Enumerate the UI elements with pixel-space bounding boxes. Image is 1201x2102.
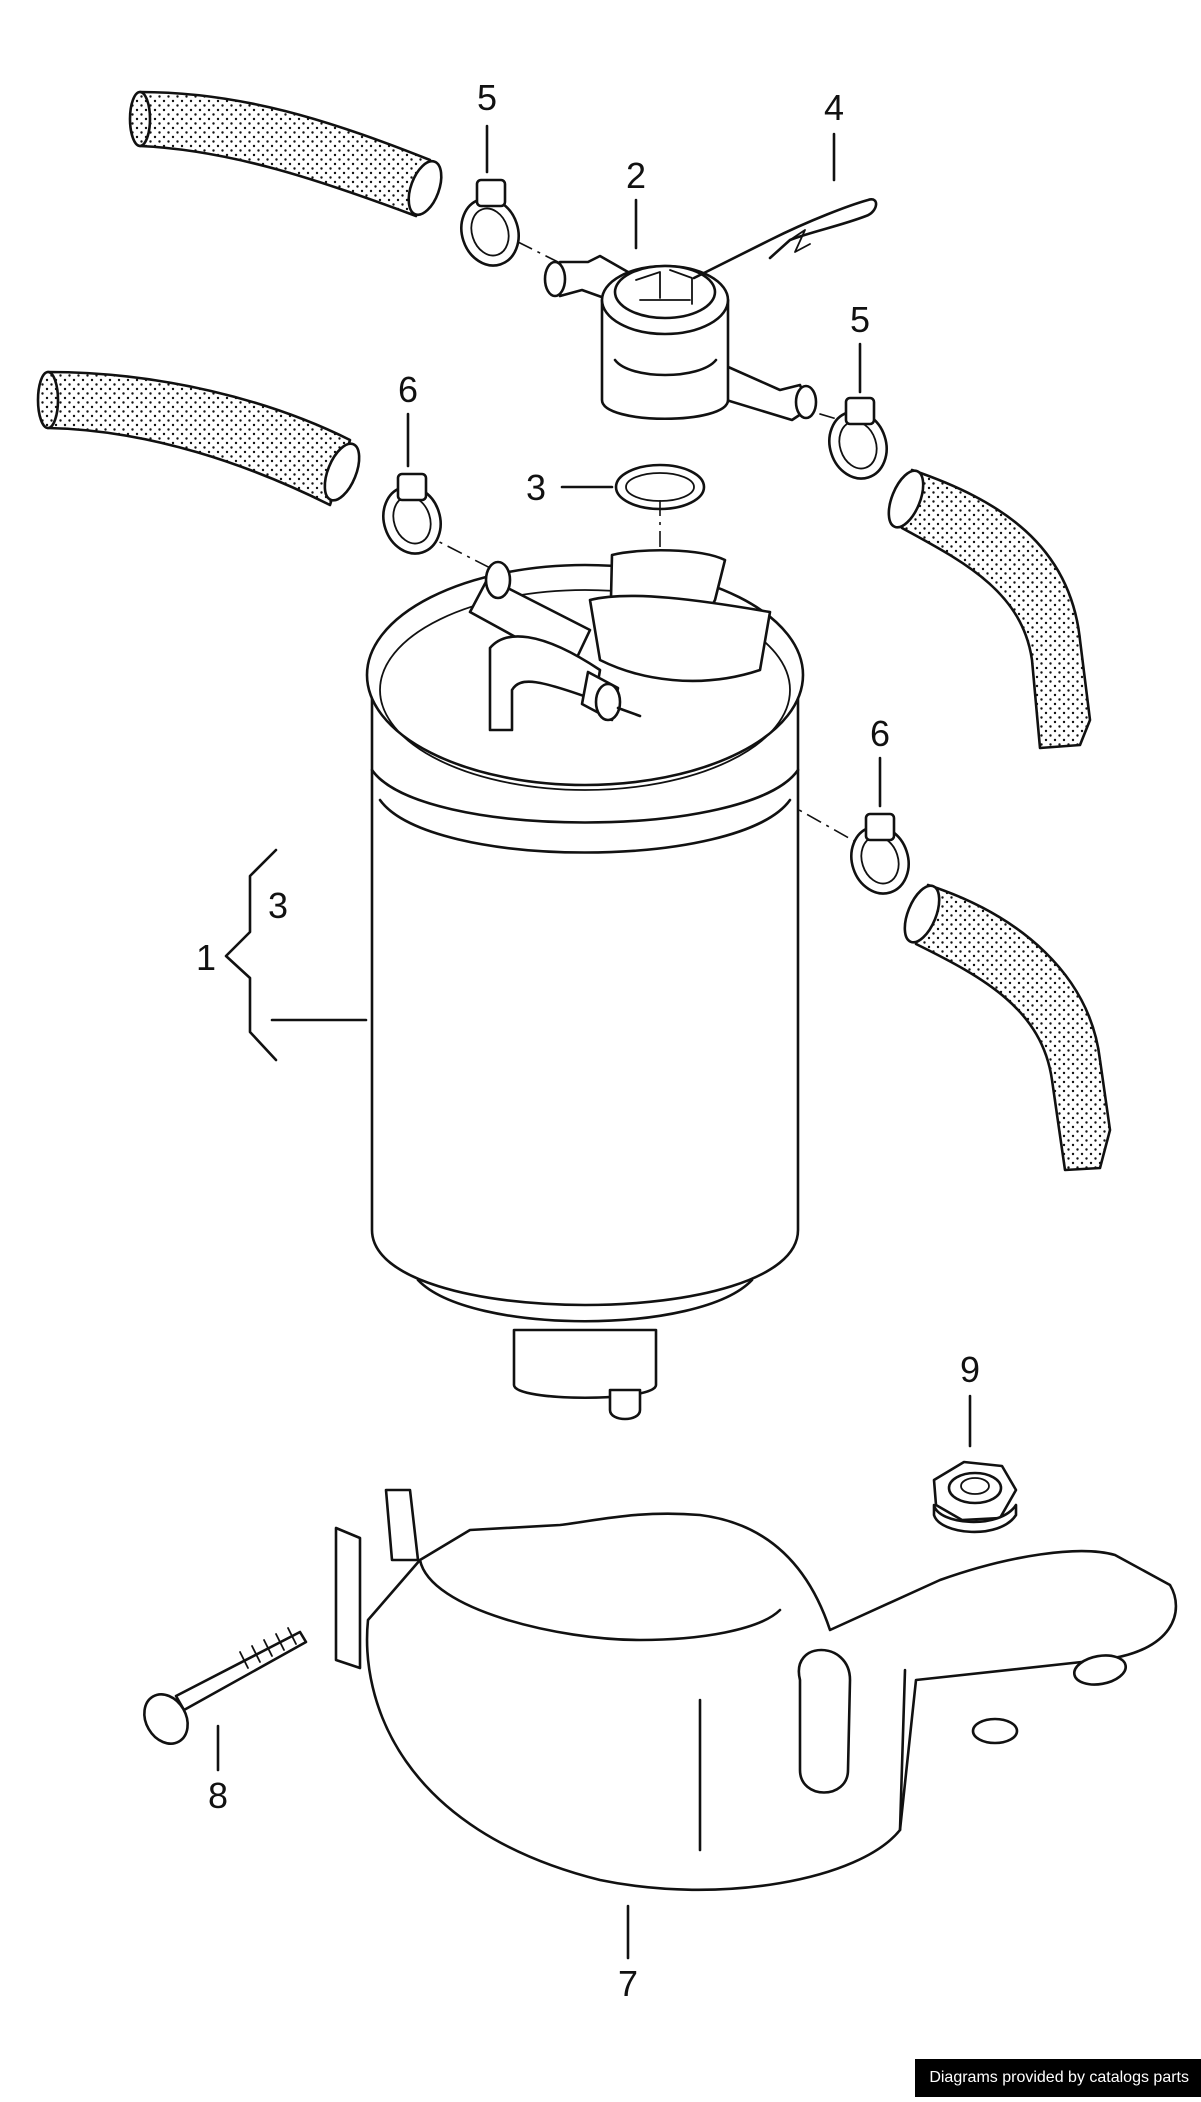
callout-3-oring: 3 [526, 467, 546, 508]
callout-5-upper: 5 [477, 77, 497, 118]
callout-5-right: 5 [850, 299, 870, 340]
callout-3-bracket: 3 [268, 885, 288, 926]
valve-t-piece [543, 254, 818, 422]
callout-6-right: 6 [870, 713, 890, 754]
callout-2: 2 [626, 155, 646, 196]
callout-4: 4 [824, 87, 844, 128]
hose-upper-left [128, 90, 443, 218]
callout-8: 8 [208, 1775, 228, 1816]
hose-middle-left [36, 370, 361, 507]
hose-clamp-6-left [382, 472, 442, 555]
callout-9: 9 [960, 1349, 980, 1390]
retaining-clip [692, 198, 878, 280]
credit-badge: Diagrams provided by catalogs parts [915, 2059, 1201, 2097]
o-ring [614, 463, 706, 511]
hose-clamp-5-right [828, 396, 888, 480]
hose-clamp-6-right [850, 812, 910, 895]
callout-1: 1 [196, 937, 216, 978]
bracket-1 [224, 848, 278, 1062]
hex-nut [932, 1460, 1018, 1534]
hose-right-lower [903, 883, 1112, 1172]
fuel-filter [365, 548, 805, 1421]
mounting-bracket [334, 1488, 1178, 1892]
callout-6-left: 6 [398, 369, 418, 410]
callout-7: 7 [618, 1963, 638, 2004]
hose-right-upper [887, 468, 1092, 750]
bolt [143, 1627, 308, 1745]
hose-clamp-5-upper [460, 178, 520, 267]
